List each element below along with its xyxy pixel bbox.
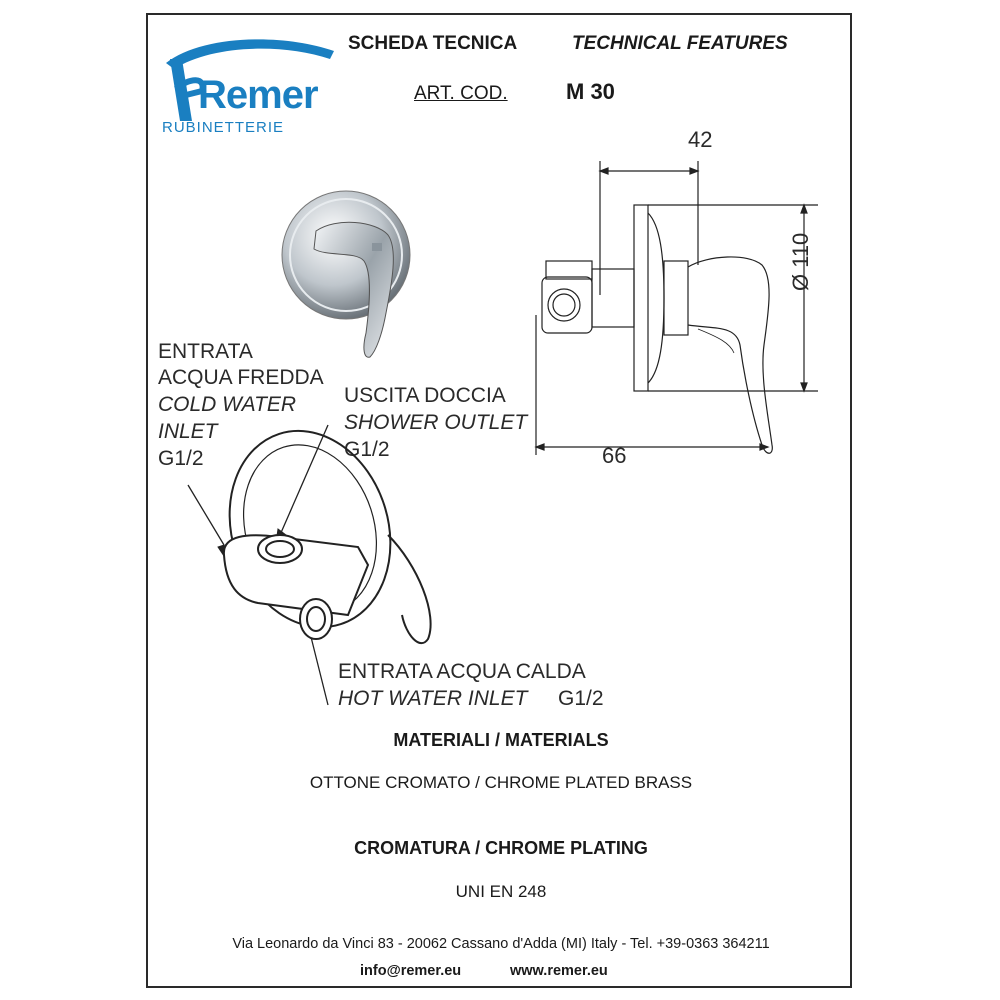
article-code-value: M 30 (566, 79, 615, 104)
logo-wordmark: Remer (198, 73, 319, 117)
materials-title: MATERIALI / MATERIALS (393, 730, 609, 750)
title-italian: SCHEDA TECNICA (348, 33, 518, 54)
logo-swoosh-icon (166, 39, 334, 121)
materials-value: OTTONE CROMATO / CHROME PLATED BRASS (309, 773, 693, 792)
product-photo-icon (281, 190, 411, 358)
hot-inlet-label-en: HOT WATER INLET (338, 687, 528, 710)
cold-inlet-label-it-2: ACQUA FREDDA (158, 366, 324, 389)
cold-inlet-size: G1/2 (158, 447, 204, 470)
logo-tagline: RUBINETTERIE (162, 119, 285, 136)
article-code-label: ART. COD. (414, 83, 508, 104)
footer-address: Via Leonardo da Vinci 83 - 20062 Cassano… (232, 936, 770, 952)
footer-email[interactable]: info@remer.eu (360, 963, 462, 979)
shower-outlet-label-it: USCITA DOCCIA (344, 384, 506, 407)
title-english: TECHNICAL FEATURES (572, 33, 788, 54)
technical-sheet: Remer RUBINETTERIE SCHEDA TECNICA TECHNI… (146, 13, 852, 988)
cold-inlet-label-it-1: ENTRATA (158, 340, 253, 363)
plating-value: UNI EN 248 (455, 882, 547, 901)
plating-title: CROMATURA / CHROME PLATING (354, 838, 648, 858)
dimension-depth: 42 (688, 127, 713, 152)
dimension-length: 66 (602, 443, 627, 468)
shower-outlet-label-en: SHOWER OUTLET (344, 411, 528, 434)
brand-logo: Remer RUBINETTERIE (162, 29, 342, 139)
hot-inlet-size: G1/2 (558, 687, 604, 710)
side-view-drawing (534, 161, 818, 455)
hot-inlet-label-it: ENTRATA ACQUA CALDA (338, 660, 586, 683)
cold-inlet-label-en-1: COLD WATER (158, 393, 297, 416)
cold-inlet-label-en-2: INLET (158, 420, 218, 443)
shower-outlet-size: G1/2 (344, 438, 390, 461)
footer-website[interactable]: www.remer.eu (510, 963, 608, 979)
dimension-diameter: Ø 110 (788, 232, 813, 291)
rear-view-drawing (187, 424, 432, 706)
